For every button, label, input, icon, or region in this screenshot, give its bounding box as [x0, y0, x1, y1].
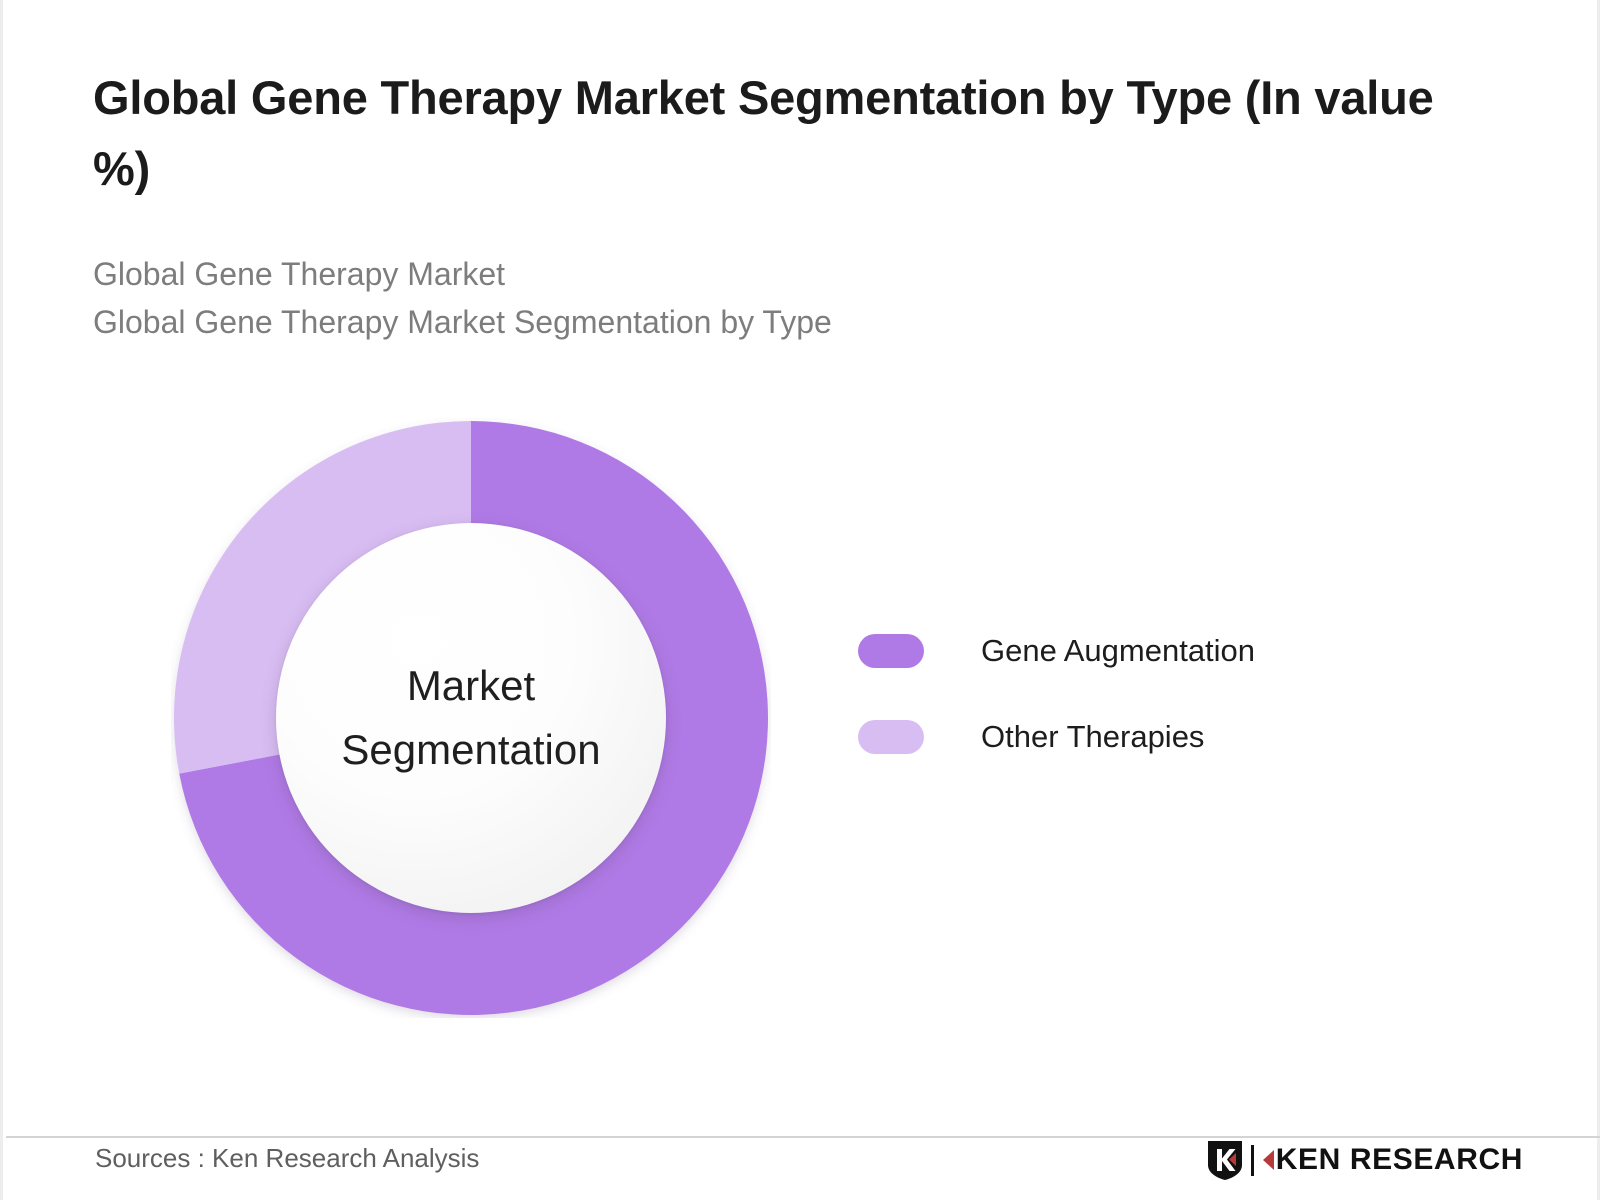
legend-label: Gene Augmentation: [981, 633, 1256, 668]
legend-item-gene-augmentation[interactable]: Gene Augmentation: [858, 628, 1255, 674]
donut-center-label-line-2: Segmentation: [341, 726, 601, 773]
brand-caret-icon: [1262, 1150, 1274, 1170]
subtitle-line-2: Global Gene Therapy Market Segmentation …: [93, 304, 832, 340]
footer-divider: [6, 1136, 1600, 1138]
ken-research-shield-icon: [1207, 1141, 1242, 1180]
page-title: Global Gene Therapy Market Segmentation …: [93, 71, 1434, 196]
legend-swatch-icon: [858, 634, 924, 668]
legend-label: Other Therapies: [981, 719, 1205, 754]
donut-slice-gene-augmentation[interactable]: [179, 421, 768, 1015]
legend-swatch-icon: [858, 720, 924, 754]
legend-item-other-therapies[interactable]: Other Therapies: [858, 714, 1255, 760]
subtitle-block: Global Gene Therapy Market Global Gene T…: [93, 250, 1393, 346]
donut-svg: [173, 421, 768, 1015]
chart-legend: Gene Augmentation Other Therapies: [858, 628, 1255, 760]
source-note: Sources : Ken Research Analysis: [95, 1143, 480, 1173]
donut-center-disc: Market Segmentation: [276, 523, 666, 913]
donut-slice-other-therapies[interactable]: [173, 421, 471, 774]
brand-name-text: KEN RESEARCH: [1275, 1143, 1523, 1176]
brand-divider: [1250, 1144, 1254, 1176]
brand-name: KEN RESEARCH: [1262, 1143, 1523, 1177]
donut-center-label-line-1: Market: [406, 662, 536, 710]
chart-area: Market Segmentation Gene Augmentation Ot…: [3, 390, 1543, 1070]
subtitle-line-1: Global Gene Therapy Market: [93, 256, 506, 292]
brand-logo: KEN RESEARCH: [1206, 1139, 1523, 1181]
donut-chart: Market Segmentation: [171, 418, 771, 1018]
